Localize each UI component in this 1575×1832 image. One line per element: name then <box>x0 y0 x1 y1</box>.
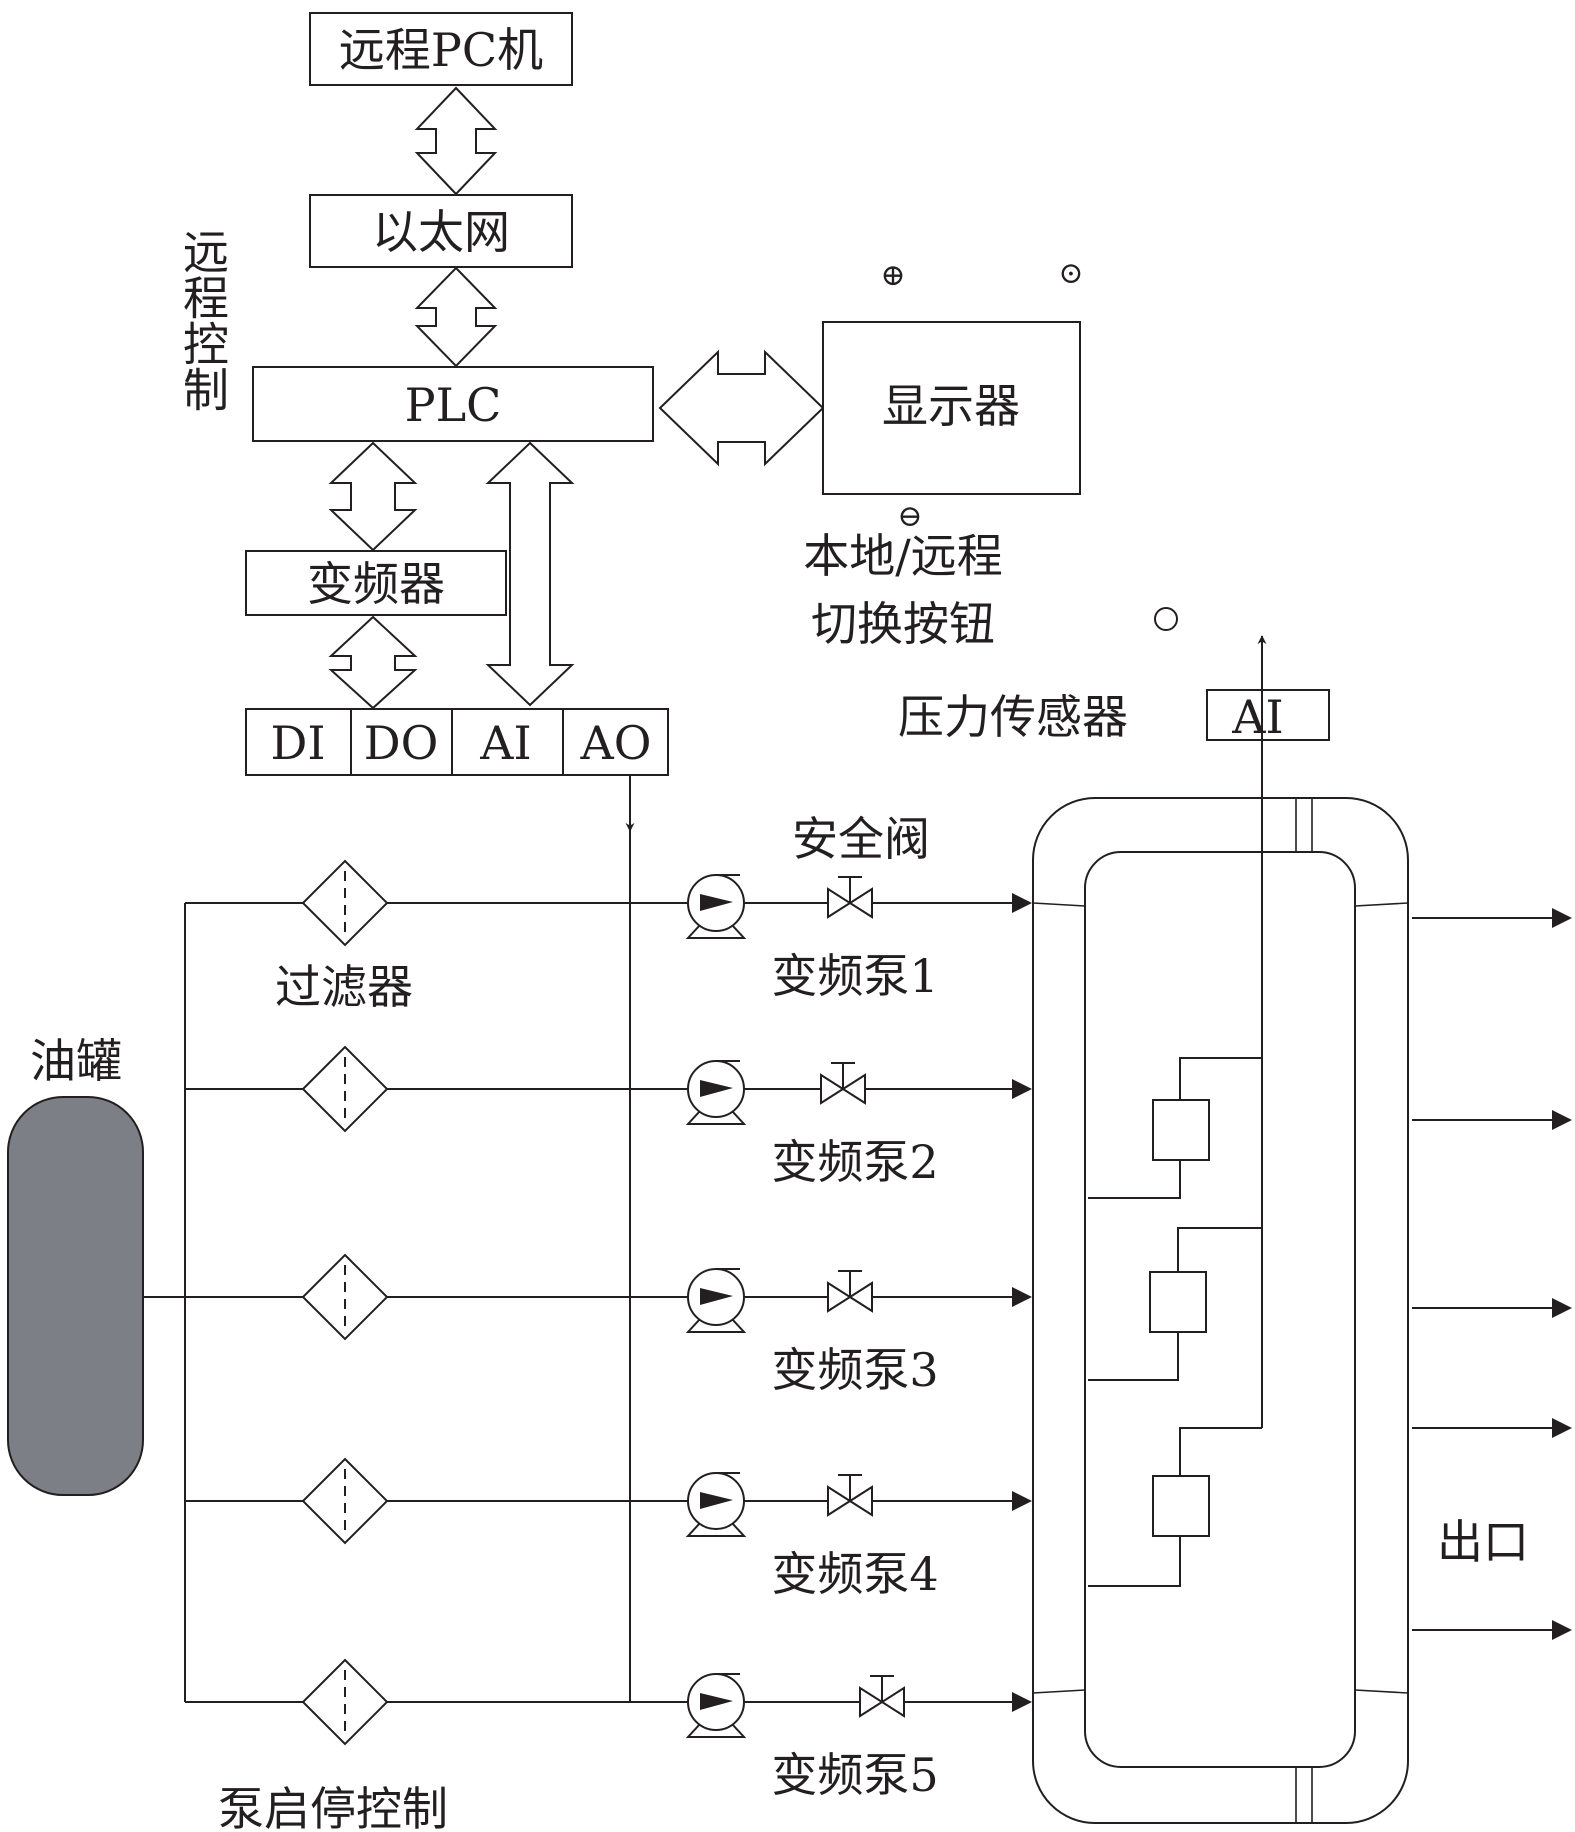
outlet-label: 出口 <box>1437 1515 1529 1569</box>
io-do-label: DO <box>364 716 439 770</box>
pump-branch-5: 变频泵5 <box>185 1658 1032 1802</box>
filter-icon <box>301 859 389 947</box>
io-ao-label: AO <box>580 716 652 770</box>
remote-pc-label: 远程PC机 <box>339 23 543 77</box>
pump-icon <box>685 1268 747 1333</box>
safety-valve-icon <box>820 1062 866 1105</box>
safety-valve-icon <box>827 1474 873 1517</box>
filter-label: 过滤器 <box>275 960 413 1014</box>
filter-icon <box>301 1457 389 1545</box>
oil-tank: 油罐 <box>7 1034 144 1496</box>
pump-branch-4: 变频泵4 <box>185 1457 1032 1601</box>
inverter-io-link-arrow <box>328 615 418 710</box>
io-ai-label: AI <box>479 716 531 770</box>
inverter-block: 变频器 <box>245 550 507 616</box>
manifold-block <box>1032 797 1409 1824</box>
plc-label: PLC <box>405 378 502 432</box>
switch-button-icon <box>1154 607 1178 631</box>
oil-tank-label: 油罐 <box>30 1034 122 1088</box>
sensor-ai-label: AI <box>1231 690 1283 744</box>
pump-icon <box>685 1472 747 1537</box>
sensor-element-3 <box>1152 1475 1210 1537</box>
filter-icon <box>301 1658 389 1746</box>
pump-branch-2: 变频泵2 <box>185 1045 1032 1189</box>
safety-valve-icon <box>827 1270 873 1313</box>
plc-block: PLC <box>252 366 654 442</box>
remote-control-label: 远程控制 <box>176 228 230 412</box>
safety-valve-icon <box>859 1675 905 1718</box>
display-label: 显示器 <box>882 379 1020 433</box>
sensor-element-2 <box>1149 1271 1207 1333</box>
pump-label-3: 变频泵3 <box>771 1343 938 1397</box>
pressure-sensor-label: 压力传感器 <box>898 690 1128 744</box>
safety-valve-label: 安全阀 <box>792 812 930 866</box>
pump-control-label: 泵启停控制 <box>218 1782 448 1832</box>
pump-icon <box>685 1060 747 1125</box>
knob-icon: ⊙ <box>1058 256 1083 291</box>
ethernet-block: 以太网 <box>309 194 573 268</box>
minus-terminal-icon: ⊖ <box>897 499 922 534</box>
sensor-element-1 <box>1152 1099 1210 1161</box>
switch-label-line1: 本地/远程 <box>803 529 1003 583</box>
plc-display-link-arrow <box>658 349 825 467</box>
io-di-label: DI <box>270 716 325 770</box>
pump-label-2: 变频泵2 <box>771 1135 938 1189</box>
ethernet-plc-link-arrow <box>414 266 498 368</box>
pump-label-5: 变频泵5 <box>771 1748 938 1802</box>
pump-branch-3: 变频泵3 <box>185 1253 1032 1397</box>
filter-icon <box>301 1253 389 1341</box>
plc-ai-link-arrow <box>485 441 575 707</box>
pc-ethernet-link-arrow <box>414 86 498 196</box>
pump-label-4: 变频泵4 <box>771 1547 938 1601</box>
plus-terminal-icon: ⊕ <box>880 258 905 293</box>
inverter-label: 变频器 <box>307 557 445 611</box>
pump-label-1: 变频泵1 <box>771 949 938 1003</box>
switch-label-line2: 切换按钮 <box>811 597 995 651</box>
pump-icon <box>685 874 747 939</box>
safety-valve-icon <box>827 876 873 919</box>
display-block: 显示器 <box>822 321 1081 495</box>
io-module-block: DI DO AI AO <box>245 708 669 776</box>
pump-branch-1: 变频泵1 <box>185 859 1032 1003</box>
plc-inverter-link-arrow <box>328 441 418 552</box>
remote-pc-block: 远程PC机 <box>309 12 573 86</box>
pressure-sensor-circuit <box>1088 1057 1262 1587</box>
filter-icon <box>301 1045 389 1133</box>
ethernet-label: 以太网 <box>372 205 510 259</box>
pump-icon <box>685 1673 747 1738</box>
sensor-ai-block: AI <box>1206 689 1330 744</box>
